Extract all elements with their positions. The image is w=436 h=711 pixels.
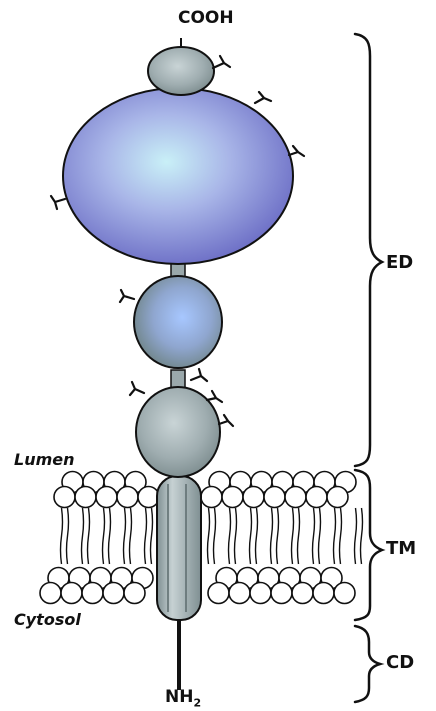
lipid-tail [130, 508, 132, 564]
lipid-tail [313, 508, 315, 564]
n-terminus-subscript: 2 [193, 696, 201, 709]
lipid-head [208, 583, 229, 604]
c-terminus-label: COOH [178, 10, 234, 27]
lipid-head [334, 583, 355, 604]
domain-middle [134, 276, 222, 368]
lipid-head [306, 487, 327, 508]
domain-top [148, 47, 214, 95]
lumen-label: Lumen [14, 452, 75, 468]
domain-large [63, 88, 293, 264]
lipid-head [96, 487, 117, 508]
ed-domain-label: ED [386, 254, 413, 272]
lipid-tail [340, 508, 342, 564]
lipid-head [264, 487, 285, 508]
glycan-8 [207, 391, 222, 402]
lipid-head [292, 583, 313, 604]
lipid-tail [103, 508, 105, 564]
lipid-head [243, 487, 264, 508]
lipid-head [250, 583, 271, 604]
lipid-head [54, 487, 75, 508]
glycan-5 [120, 290, 134, 302]
lipid-tail [298, 508, 300, 564]
bracket-ed [355, 34, 382, 466]
lipid-head [124, 583, 145, 604]
lipid-head [117, 487, 138, 508]
lipid-tail [277, 508, 279, 564]
n-terminus-text: NH [165, 687, 193, 707]
domain-brackets [355, 34, 382, 702]
lipid-head [222, 487, 243, 508]
cd-domain-label: CD [386, 654, 414, 672]
lipid-head [229, 583, 250, 604]
lipid-tail [208, 508, 210, 564]
lipid-head [201, 487, 222, 508]
lipid-tail [292, 508, 294, 564]
lipid-tail [109, 508, 111, 564]
glycan-1 [213, 56, 230, 68]
lipid-head [40, 583, 61, 604]
lipid-tail [151, 508, 153, 564]
lipid-head [82, 583, 103, 604]
glycan-6 [130, 382, 144, 395]
transmembrane-helix [157, 476, 201, 620]
lipid-head [103, 583, 124, 604]
bracket-cd [355, 626, 380, 702]
lipid-head [313, 583, 334, 604]
lipid-tail [256, 508, 258, 564]
lipid-head [61, 583, 82, 604]
lipid-tail [124, 508, 126, 564]
lipid-tail [82, 508, 84, 564]
glycan-7 [191, 369, 207, 381]
lipid-head [75, 487, 96, 508]
lipid-tail [355, 508, 357, 564]
glycan-2 [255, 92, 271, 103]
lipid-tail [145, 508, 147, 564]
glycan-9 [219, 415, 233, 426]
n-terminus-label: NH2 [165, 689, 201, 708]
tm-domain-label: TM [386, 540, 416, 558]
lipid-head [285, 487, 306, 508]
lipid-tail [235, 508, 237, 564]
lipid-tail [214, 508, 216, 564]
lipid-tail [250, 508, 252, 564]
lipid-head [271, 583, 292, 604]
lipid-tail [229, 508, 231, 564]
lipid-head [327, 487, 348, 508]
lipid-tail [271, 508, 273, 564]
cytosol-label: Cytosol [14, 612, 81, 628]
lipid-tail [61, 508, 63, 564]
glycan-4 [51, 196, 65, 209]
lipid-tail [361, 508, 363, 564]
bracket-tm [355, 470, 382, 620]
lipid-tail [319, 508, 321, 564]
lipid-tail [334, 508, 336, 564]
glycan-3 [289, 146, 304, 156]
lipid-tail [88, 508, 90, 564]
lipid-tail [67, 508, 69, 564]
lipid-head [138, 487, 159, 508]
